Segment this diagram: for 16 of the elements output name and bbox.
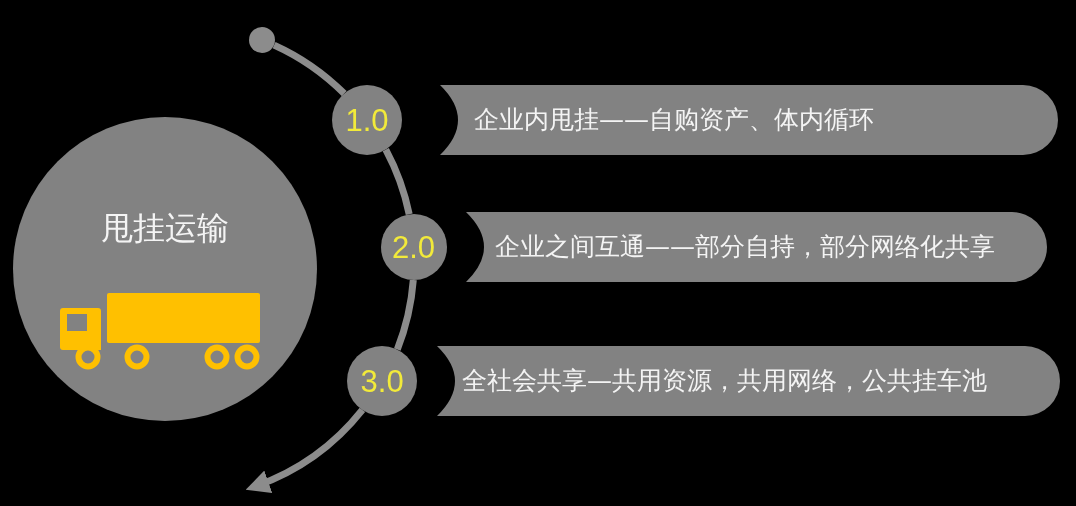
step-number: 3.0 [360, 365, 404, 397]
curved-line [394, 279, 417, 351]
step-number: 1.0 [345, 104, 389, 136]
step-text: 企业内甩挂——自购资产、体内循环 [474, 106, 874, 134]
start-dot [249, 27, 276, 54]
topic-title: 甩挂运输 [101, 211, 229, 247]
step-circle [332, 85, 403, 156]
curved-line [382, 148, 413, 216]
step-text: 全社会共享—共用资源，共用网络，公共挂车池 [462, 367, 987, 395]
curved-arrow [245, 407, 365, 493]
curved-line [272, 42, 347, 97]
step-bar [466, 212, 1047, 282]
step-number: 2.0 [391, 231, 436, 263]
step-bar [437, 346, 1060, 416]
step-bar [440, 85, 1058, 155]
step-text: 企业之间互通——部分自持，部分网络化共享 [495, 233, 995, 261]
